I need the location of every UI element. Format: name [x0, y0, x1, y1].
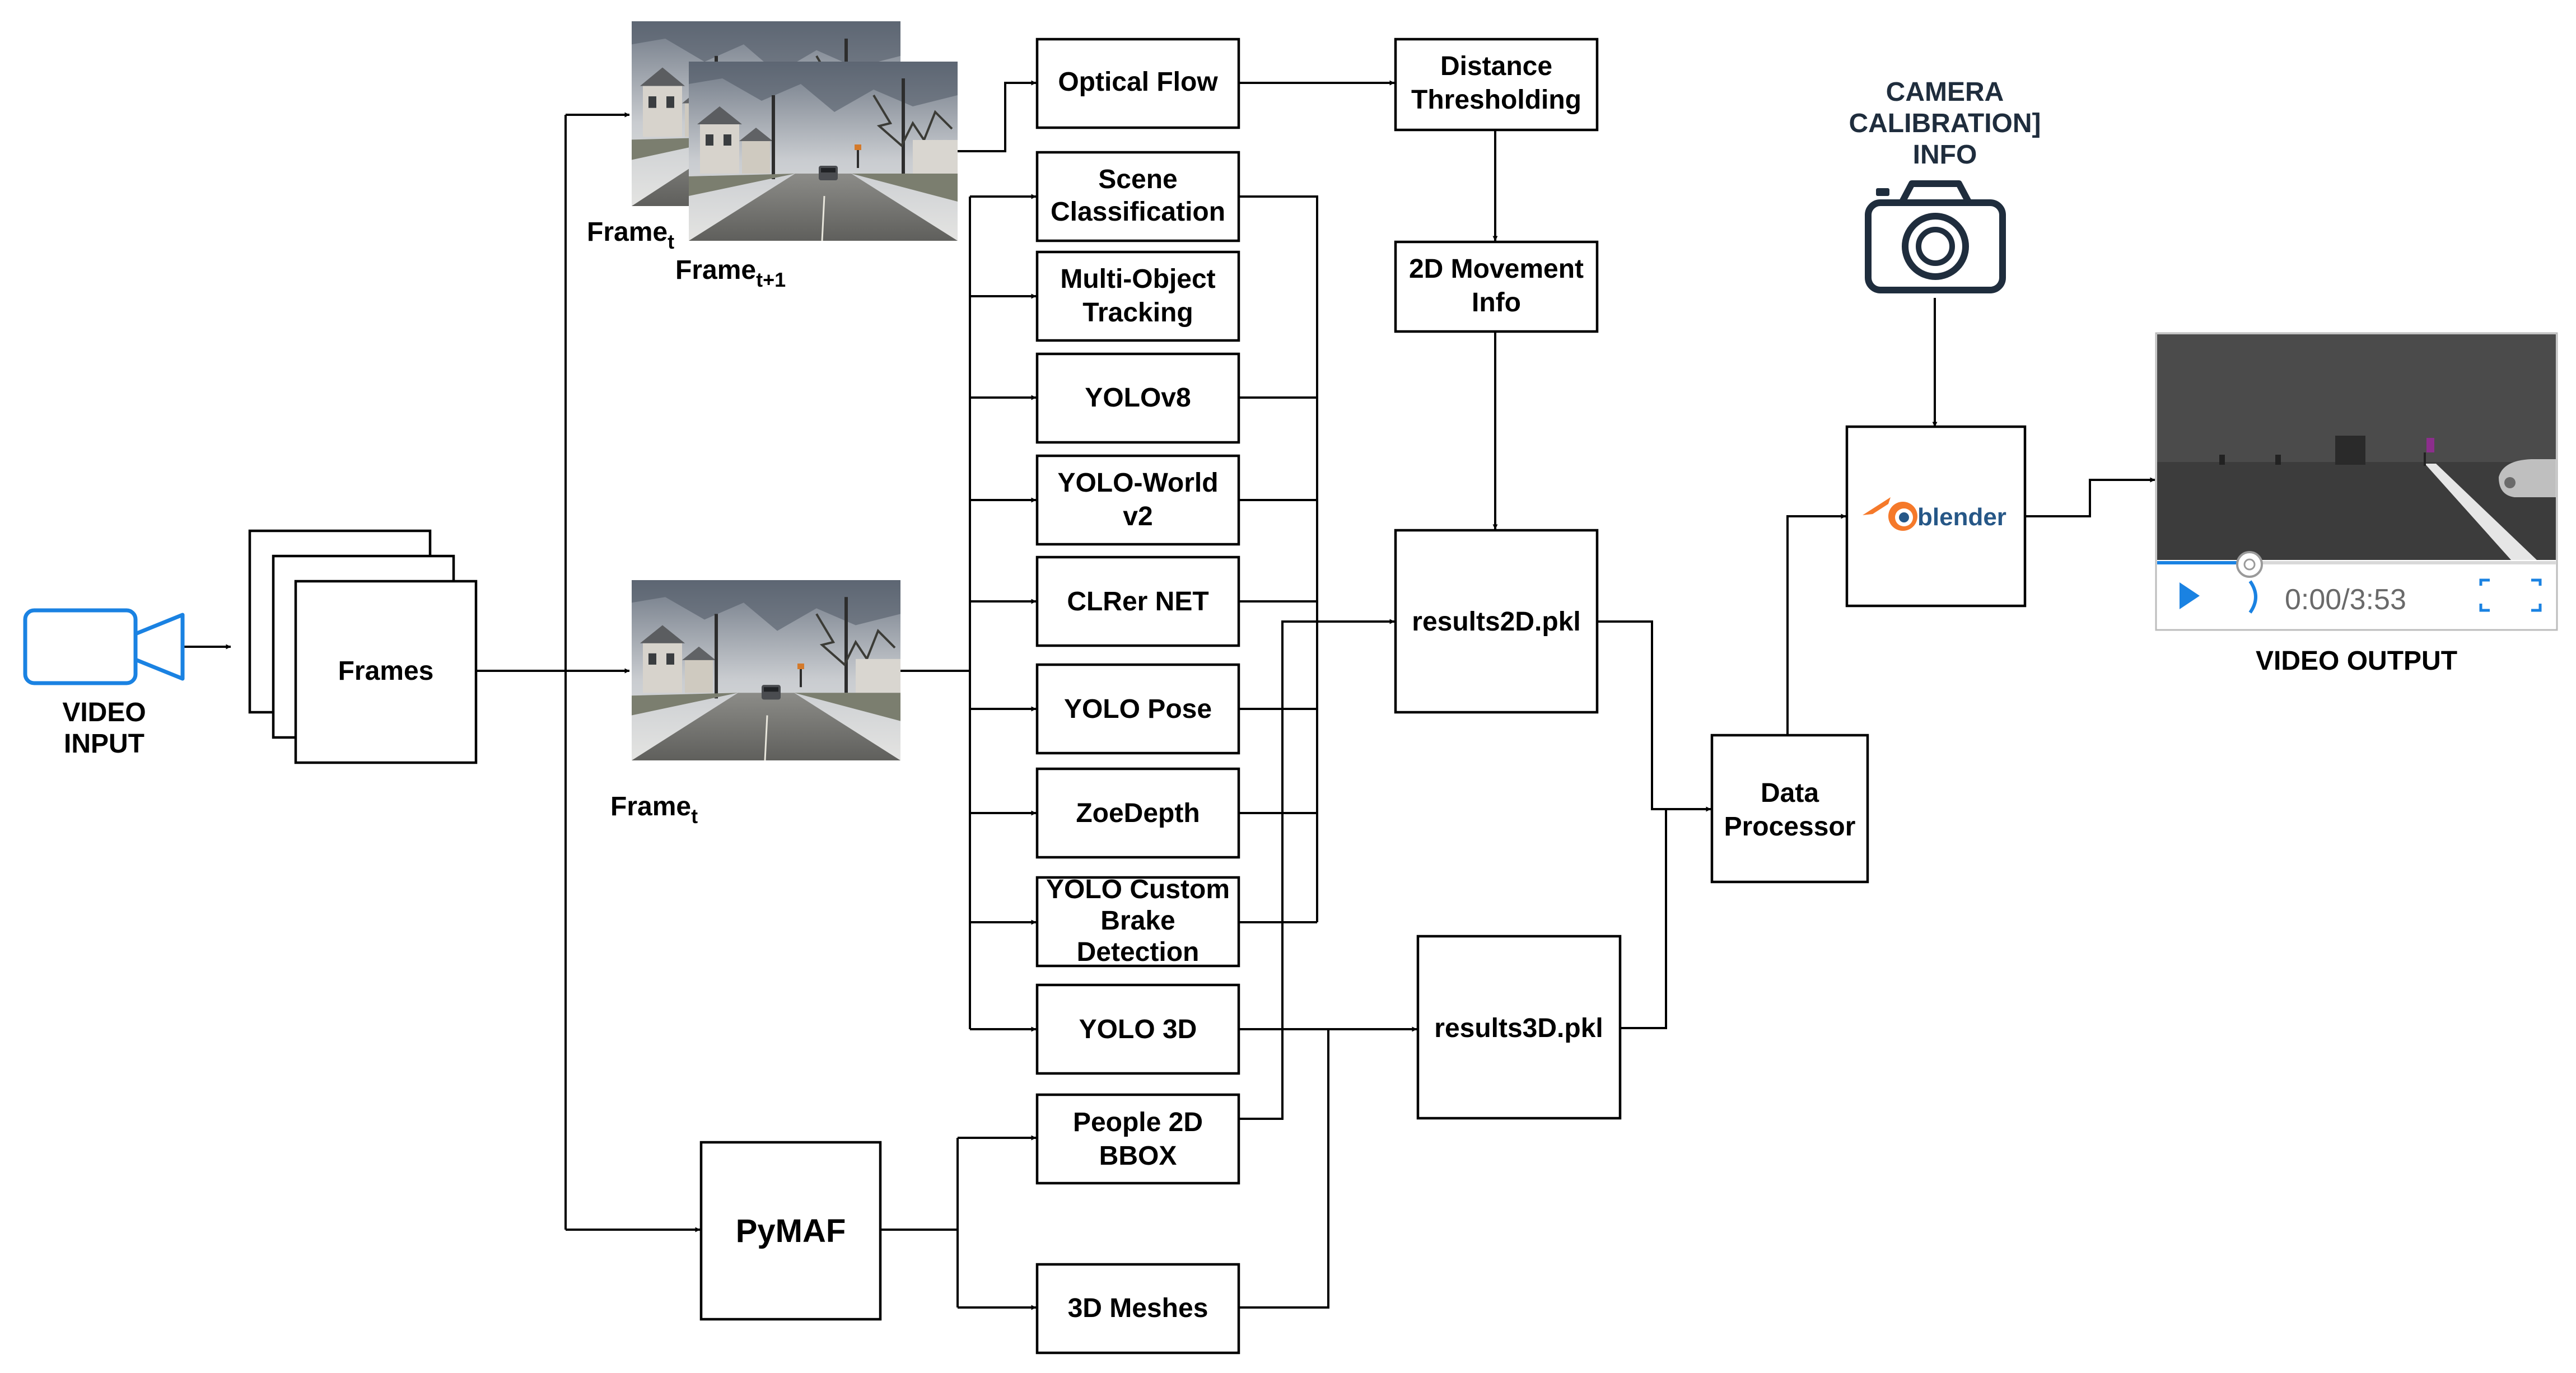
- 3d-meshes-label: 3D Meshes: [1068, 1293, 1208, 1323]
- data-processor-label-1: Data: [1761, 778, 1819, 808]
- multi-object-tracking-label-2: Tracking: [1082, 298, 1193, 328]
- frames-stack: Frames: [248, 529, 478, 764]
- zoedepth-label: ZoeDepth: [1076, 798, 1200, 828]
- 2d-movement-label-1: 2D Movement: [1409, 254, 1584, 284]
- fullscreen-icon[interactable]: [2479, 578, 2542, 612]
- video-controls: 0:00/3:53: [2157, 551, 2556, 629]
- distance-thresholding-label-2: Thresholding: [1411, 85, 1581, 115]
- frame-single-caption: Framet: [610, 792, 698, 828]
- people-2d-bbox-box: People 2D BBOX: [1035, 1093, 1240, 1185]
- camera-calibration-label-1: CAMERA: [1886, 77, 2004, 107]
- camera-calibration-label-2: CALIBRATION]: [1849, 109, 2041, 138]
- yolo-brake-label-1: YOLO Custom: [1046, 875, 1230, 904]
- results-3d-label: results3D.pkl: [1434, 1014, 1603, 1043]
- yolov8-box: YOLOv8: [1035, 352, 1240, 444]
- clrer-net-label: CLRer NET: [1067, 587, 1208, 617]
- frame-single-image: [632, 580, 900, 760]
- edge-results2d-processor: [1597, 620, 1711, 812]
- multi-object-tracking-box: Multi-Object Tracking: [1035, 250, 1240, 342]
- 2d-movement-info-box: 2D Movement Info: [1394, 240, 1599, 333]
- data-processor-box: Data Processor: [1710, 734, 1869, 884]
- results-2d-label: results2D.pkl: [1412, 607, 1580, 637]
- yolov8-label: YOLOv8: [1085, 383, 1191, 413]
- video-camera-icon: [23, 608, 185, 685]
- yolo-world-box: YOLO-World v2: [1035, 454, 1240, 546]
- yolo-brake-label-3: Detection: [1077, 937, 1200, 967]
- yolo-3d-label: YOLO 3D: [1079, 1015, 1197, 1044]
- scene-classification-box: Scene Classification: [1035, 151, 1240, 242]
- video-input: VIDEO INPUT: [23, 608, 185, 759]
- frame-t-caption: Framet: [587, 217, 674, 253]
- camera-calibration: CAMERA CALIBRATION] INFO: [1849, 77, 2041, 293]
- camera-calibration-label-3: INFO: [1913, 140, 1977, 170]
- yolo-pose-label: YOLO Pose: [1064, 694, 1212, 724]
- yolo-brake-label-2: Brake: [1100, 906, 1175, 936]
- multi-object-tracking-label-1: Multi-Object: [1060, 264, 1215, 294]
- yolo-pose-box: YOLO Pose: [1035, 663, 1240, 755]
- blender-box: blender: [1845, 425, 2027, 608]
- yolo-world-label-1: YOLO-World: [1057, 468, 1218, 498]
- volume-icon[interactable]: [2248, 580, 2257, 614]
- results-3d-box: results3D.pkl: [1416, 935, 1622, 1120]
- video-input-label-2: INPUT: [64, 729, 144, 759]
- edge-blender-output: [2025, 477, 2155, 517]
- pymaf-label: PyMAF: [736, 1213, 846, 1249]
- blender-logo-icon: [1863, 497, 1917, 531]
- results-2d-box: results2D.pkl: [1394, 529, 1599, 714]
- distance-thresholding-box: Distance Thresholding: [1394, 38, 1599, 132]
- distance-thresholding-label-1: Distance: [1440, 52, 1552, 81]
- video-input-label-1: VIDEO: [62, 698, 146, 727]
- frame-t1-caption: Framet+1: [675, 255, 786, 291]
- frame-single: Framet: [610, 580, 900, 828]
- optical-flow-label: Optical Flow: [1058, 67, 1218, 97]
- edge-pair-opticalflow: [958, 80, 1037, 152]
- video-output: 0:00/3:53 VIDEO OUTPUT: [2155, 332, 2558, 676]
- pymaf-box: PyMAF: [699, 1141, 882, 1321]
- edge-merge-vertical: [1239, 195, 1318, 922]
- blender-logo-text: blender: [1917, 503, 2006, 531]
- data-processor-label-2: Processor: [1724, 812, 1856, 842]
- frame-t1-image: [689, 62, 958, 241]
- video-progress-fill: [2157, 561, 2250, 564]
- frame-pair: Framet Framet+1: [587, 21, 958, 291]
- video-render-frame: [2157, 334, 2556, 560]
- camera-icon: [1865, 180, 2006, 293]
- yolo-3d-box: YOLO 3D: [1035, 983, 1240, 1075]
- zoedepth-box: ZoeDepth: [1035, 767, 1240, 859]
- edge-people-results2d: [1239, 619, 1395, 1120]
- video-scrubber-handle[interactable]: [2236, 551, 2263, 578]
- edge-processor-blender: [1786, 513, 1846, 735]
- connectors: [184, 80, 2155, 1310]
- yolo-brake-detection-box: YOLO Custom Brake Detection: [1035, 875, 1240, 968]
- edge-results3d-processor: [1620, 809, 1667, 1029]
- 2d-movement-label-2: Info: [1472, 288, 1521, 317]
- video-output-caption: VIDEO OUTPUT: [2256, 646, 2457, 676]
- scene-classification-label-1: Scene: [1098, 165, 1177, 194]
- edge-meshes-results3d: [1239, 1029, 1329, 1309]
- people-2d-bbox-label-1: People 2D: [1073, 1108, 1203, 1137]
- optical-flow-box: Optical Flow: [1035, 38, 1240, 129]
- frames-stack-front: [294, 580, 478, 764]
- clrer-net-box: CLRer NET: [1035, 555, 1240, 647]
- video-progress-track[interactable]: [2157, 561, 2556, 564]
- yolo-world-label-2: v2: [1123, 502, 1152, 531]
- 3d-meshes-box: 3D Meshes: [1035, 1263, 1240, 1355]
- play-icon[interactable]: [2180, 582, 2200, 609]
- frames-label: Frames: [338, 656, 434, 686]
- people-2d-bbox-label-2: BBOX: [1099, 1141, 1177, 1171]
- scene-classification-label-2: Classification: [1051, 197, 1225, 227]
- video-time: 0:00/3:53: [2285, 583, 2406, 616]
- module-boxes: Optical Flow Scene Classification Multi-…: [1035, 38, 1240, 1355]
